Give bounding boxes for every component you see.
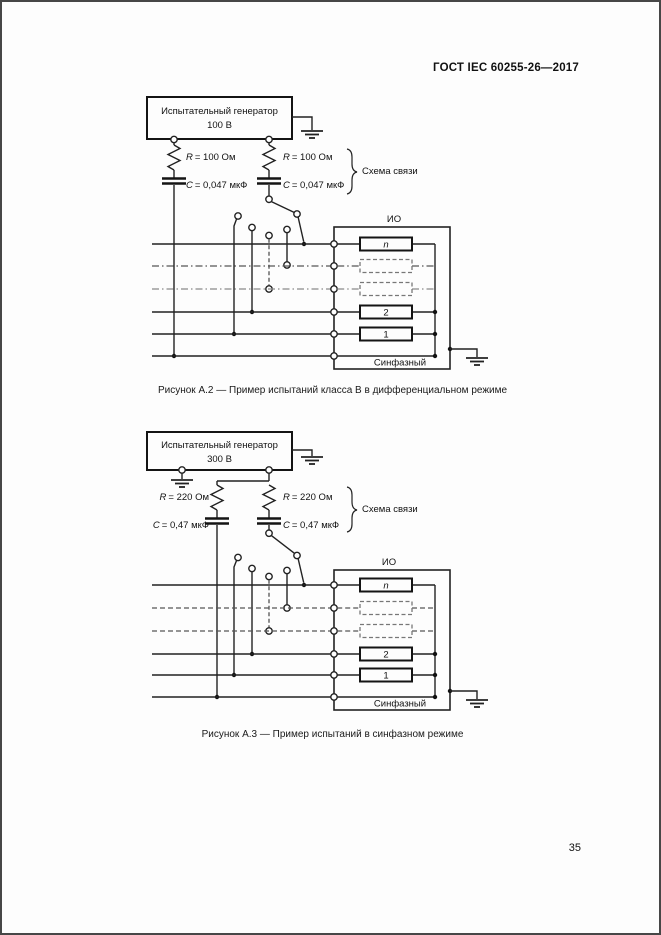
resistor-icon xyxy=(167,144,181,171)
figure-a2-diagram: Испытательный генератор 100 В R= 100 Ом … xyxy=(146,96,489,370)
resistor-right-label: R= 100 Ом xyxy=(283,152,332,163)
ground-icon xyxy=(170,479,194,488)
generator-terminal-right xyxy=(265,135,273,144)
figure-a3-caption: Рисунок А.3 — Пример испытаний в синфазн… xyxy=(201,729,464,740)
common-mode-label: Синфазный xyxy=(374,699,426,710)
eut-internal-wiring xyxy=(337,243,438,359)
generator-voltage: 100 В xyxy=(207,120,232,131)
eut-enclosure xyxy=(333,569,451,711)
eut-ground xyxy=(447,688,489,708)
generator-terminal-left xyxy=(170,135,178,144)
capacitor-icon xyxy=(255,177,283,185)
capacitor-icon xyxy=(255,517,283,525)
line-bus xyxy=(152,243,331,357)
line-bus xyxy=(152,584,331,698)
generator-terminal-left xyxy=(178,466,186,474)
eut-terminals xyxy=(330,240,338,360)
page-number: 35 xyxy=(568,842,581,854)
ground-icon xyxy=(465,699,489,708)
eut-label: ИО xyxy=(387,214,401,225)
branch-jumper xyxy=(216,473,270,485)
selector-contacts xyxy=(231,553,291,678)
generator-title: Испытательный генератор xyxy=(161,106,278,117)
coupling-branch-right: R= 100 Ом C= 0,047 мкФ xyxy=(255,142,344,204)
resistor-left-label: R= 100 Ом xyxy=(186,152,235,163)
document-header: ГОСТ IEC 60255-26—2017 xyxy=(433,62,579,74)
resistor-right-label: R= 220 Ом xyxy=(283,492,332,503)
port-n-label: n xyxy=(383,581,388,592)
common-mode-label: Синфазный xyxy=(374,358,426,369)
capacitor-right-label: C= 0,047 мкФ xyxy=(283,180,344,191)
port-box-dashed-2 xyxy=(359,281,413,297)
figure-a2-caption: Рисунок А.2 — Пример испытаний класса В … xyxy=(157,385,508,396)
port-box-1 xyxy=(359,326,413,342)
port-box-1 xyxy=(359,667,413,683)
port-box-dashed-2 xyxy=(359,623,413,639)
generator-ground-lead xyxy=(292,116,313,130)
resistor-icon xyxy=(210,484,224,511)
port-1-label: 1 xyxy=(383,671,388,682)
generator-ground-lead xyxy=(292,449,313,456)
resistor-left-label: R= 220 Ом xyxy=(160,492,209,503)
capacitor-left-label: C= 0,047 мкФ xyxy=(186,180,247,191)
terminal-ground xyxy=(170,473,194,488)
coupling-network-label: Схема связи xyxy=(362,504,418,515)
figure-a3-diagram: Испытательный генератор 300 В R= 220 Ом … xyxy=(146,431,489,711)
coupling-brace xyxy=(346,486,358,533)
capacitor-icon xyxy=(160,177,188,185)
generator-title: Испытательный генератор xyxy=(161,440,278,451)
generator-terminal-right xyxy=(265,466,273,474)
ground-icon xyxy=(300,130,324,139)
port-n-label: n xyxy=(383,240,388,251)
port-1-label: 1 xyxy=(383,330,388,341)
coupling-brace xyxy=(346,148,358,195)
eut-terminals xyxy=(330,581,338,701)
eut-enclosure xyxy=(333,226,451,370)
selector-contacts xyxy=(231,212,291,337)
eut-ground xyxy=(447,346,489,366)
port-box-2 xyxy=(359,304,413,320)
capacitor-left-label: C= 0,47 мкФ xyxy=(153,520,209,531)
port-box-2 xyxy=(359,646,413,662)
ground-icon xyxy=(465,357,489,366)
generator-box xyxy=(146,96,293,140)
port-box-dashed-1 xyxy=(359,600,413,616)
generator-voltage: 300 В xyxy=(207,454,232,465)
resistor-icon xyxy=(262,484,276,511)
eut-internal-wiring xyxy=(337,584,438,700)
generator-box xyxy=(146,431,293,471)
port-box-n xyxy=(359,236,413,252)
port-2-label: 2 xyxy=(383,650,388,661)
eut-label: ИО xyxy=(382,557,396,568)
coupling-branch-left: R= 220 Ом C= 0,47 мкФ xyxy=(153,484,231,700)
switch-lever xyxy=(270,535,307,588)
coupling-branch-right: R= 220 Ом C= 0,47 мкФ xyxy=(255,484,339,538)
port-2-label: 2 xyxy=(383,308,388,319)
port-box-n xyxy=(359,577,413,593)
capacitor-right-label: C= 0,47 мкФ xyxy=(283,520,339,531)
ground-icon xyxy=(300,456,324,465)
coupling-branch-left: R= 100 Ом C= 0,047 мкФ xyxy=(160,142,247,359)
resistor-icon xyxy=(262,144,276,171)
switch-lever xyxy=(271,200,307,247)
port-box-dashed-1 xyxy=(359,258,413,274)
coupling-network-label: Схема связи xyxy=(362,166,418,177)
